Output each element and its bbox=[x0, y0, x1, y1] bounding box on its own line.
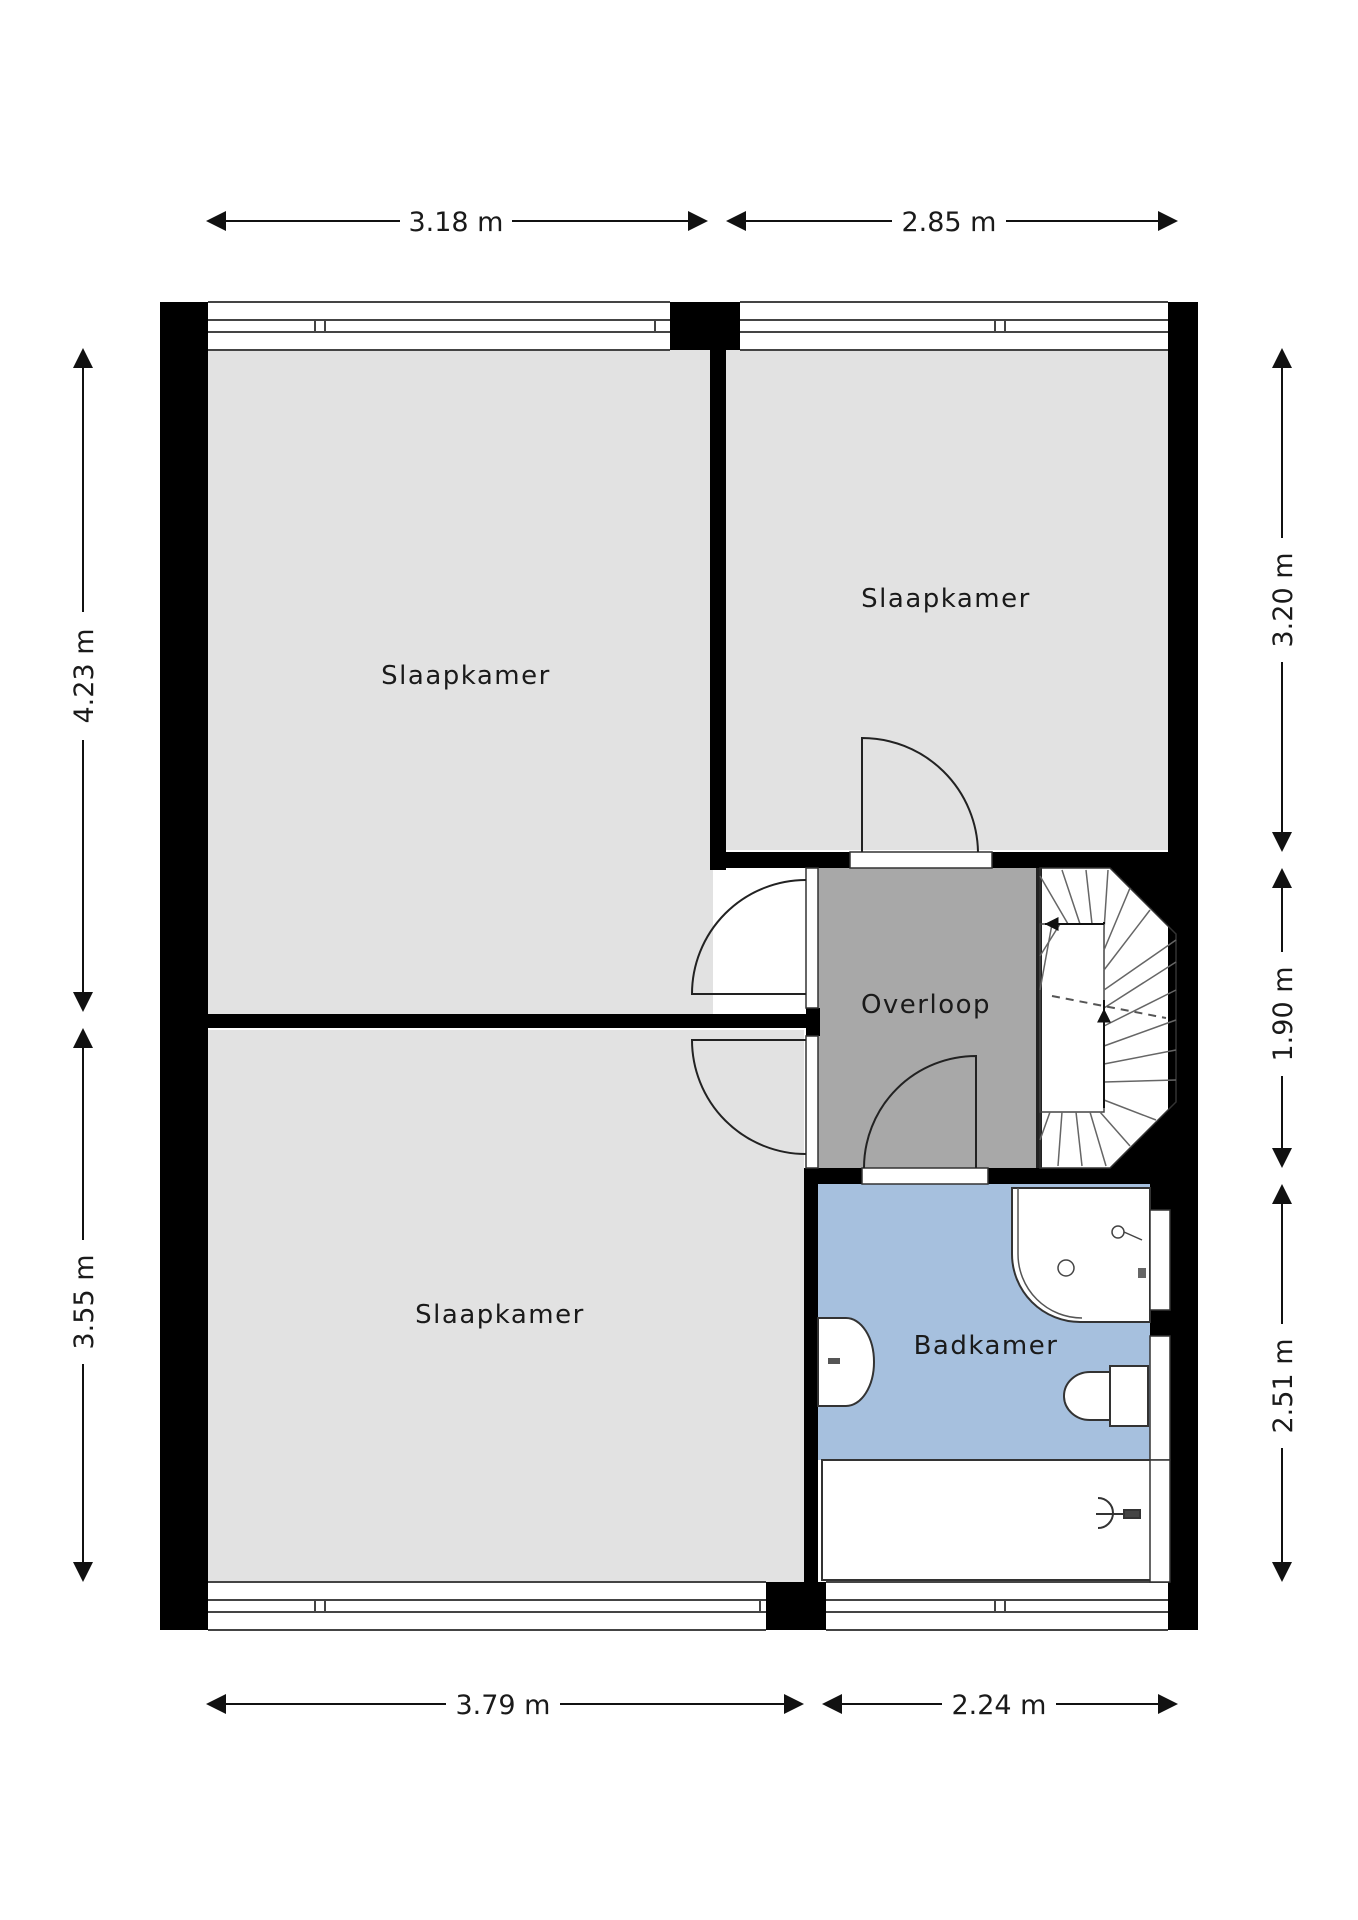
wall-top-right-bottom-2 bbox=[992, 852, 1178, 868]
bath-tap-icon bbox=[1096, 1497, 1141, 1529]
door-frame-bathroom bbox=[861, 1167, 989, 1185]
door-swing-bedroom-3 bbox=[690, 1039, 807, 1155]
door-frame-bedroom-3 bbox=[805, 1035, 819, 1169]
wall-bathroom-left bbox=[804, 1168, 818, 1582]
dim-bottom-right: 2.24 m bbox=[951, 1690, 1046, 1721]
radiator bbox=[1149, 1209, 1171, 1583]
toilet bbox=[1063, 1365, 1149, 1427]
window-top-left bbox=[208, 302, 670, 350]
shower-drain-icon bbox=[1057, 1259, 1075, 1277]
wall-bathroom-top-2 bbox=[988, 1168, 1178, 1184]
door-swing-bedroom-1 bbox=[690, 879, 807, 995]
wall-left bbox=[160, 302, 208, 1630]
wall-landing-stair bbox=[1036, 868, 1042, 1168]
wall-right bbox=[1168, 302, 1198, 1630]
dim-top-right: 2.85 m bbox=[901, 207, 996, 238]
stair-arrows bbox=[1044, 917, 1167, 1108]
wall-bedroom-divider-vertical bbox=[710, 350, 726, 870]
room-label-bedroom-top-right: Slaapkamer bbox=[861, 584, 1031, 614]
dim-left-lower: 3.55 m bbox=[69, 1254, 100, 1349]
bathtub bbox=[821, 1459, 1153, 1581]
room-label-bathroom: Badkamer bbox=[914, 1331, 1059, 1361]
wall-bath-right-pier bbox=[1150, 1184, 1170, 1210]
dim-right-lower: 2.51 m bbox=[1268, 1338, 1299, 1433]
bedroom-top-left-floor bbox=[206, 350, 713, 1020]
room-label-bedroom-bottom: Slaapkamer bbox=[415, 1300, 585, 1330]
door-swing-bathroom bbox=[863, 1054, 977, 1169]
dim-right-middle: 1.90 m bbox=[1268, 966, 1299, 1061]
washbasin-tap-icon bbox=[828, 1358, 840, 1364]
dim-top-left: 3.18 m bbox=[408, 207, 503, 238]
shower-tap-icon bbox=[1138, 1268, 1146, 1278]
dim-right-upper: 3.20 m bbox=[1268, 552, 1299, 647]
wall-bath-right-mid bbox=[1150, 1310, 1170, 1336]
door-frame-bedroom-1 bbox=[805, 867, 819, 1009]
room-label-landing: Overloop bbox=[861, 990, 991, 1020]
wall-landing-left-stub bbox=[806, 1008, 820, 1036]
washbasin bbox=[817, 1317, 875, 1407]
dim-bottom-left: 3.79 m bbox=[455, 1690, 550, 1721]
wall-top-right-bottom bbox=[710, 852, 850, 868]
door-swing-top-right bbox=[861, 736, 979, 853]
wall-bedroom-divider-horizontal bbox=[206, 1014, 818, 1028]
room-label-bedroom-top-left: Slaapkamer bbox=[381, 661, 551, 691]
dim-left-upper: 4.23 m bbox=[69, 628, 100, 723]
window-bottom-left bbox=[208, 1582, 766, 1630]
door-frame-top-right bbox=[849, 851, 993, 869]
shower bbox=[1011, 1187, 1151, 1323]
window-top-right bbox=[740, 302, 1168, 350]
window-bottom-right bbox=[826, 1582, 1168, 1630]
wall-top-pier bbox=[670, 302, 740, 350]
bedroom-top-right-floor bbox=[726, 350, 1176, 850]
wall-bottom-pier bbox=[766, 1582, 826, 1630]
wall-bathroom-top-1 bbox=[804, 1168, 862, 1184]
bedroom-bottom-left-floor bbox=[206, 1030, 804, 1582]
landing-floor bbox=[818, 868, 1038, 1168]
